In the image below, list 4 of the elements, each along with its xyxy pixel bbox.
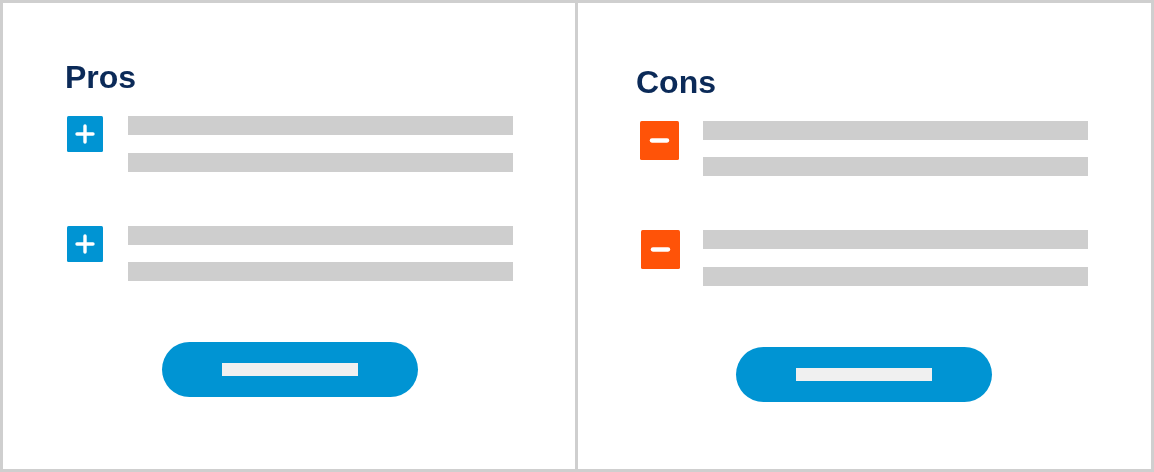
panel-heading: Cons: [636, 64, 716, 100]
panel: [0, 0, 578, 472]
panel: [575, 0, 1154, 472]
panel-heading: Pros: [65, 59, 137, 95]
